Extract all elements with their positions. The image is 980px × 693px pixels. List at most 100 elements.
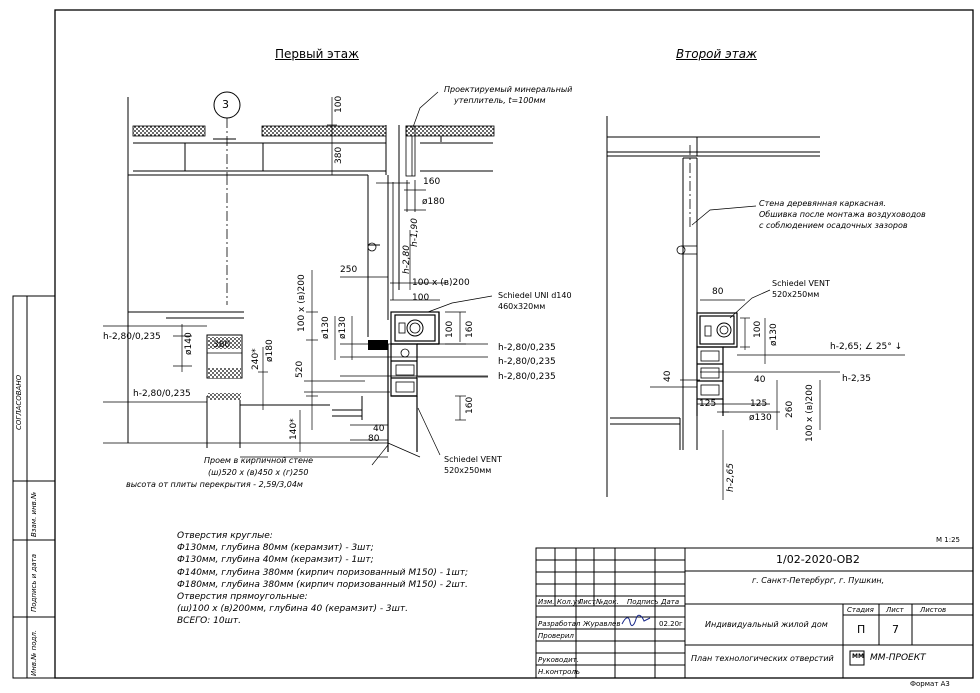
dim-80-2: 80	[712, 287, 724, 297]
stamp-developer-name: Журавлев	[583, 620, 621, 628]
dim-phi130a: ø130	[321, 316, 331, 339]
side-label-vzam: Взам. инв.№	[30, 491, 38, 537]
dim-160: 160	[423, 177, 441, 187]
stamp-sheet-label: Лист	[886, 606, 904, 614]
dim-100-2: 100	[753, 320, 763, 338]
dim-h235: h-2,35	[842, 374, 871, 384]
note-opening-line3: высота от плиты перекрытия - 2,59/3,04м	[126, 480, 303, 489]
first-floor-title: Первый этаж	[275, 47, 359, 61]
dim-380-h: 380	[213, 340, 231, 350]
label-schiedel-uni-line1: Schiedel UNI d140	[498, 291, 572, 300]
note-insulation-line1: Проектируемый минеральный	[444, 85, 573, 94]
stamp-header-izm: Изм.	[538, 598, 555, 606]
dim-h280: h-2,80	[402, 245, 412, 274]
stamp-location: г. Санкт-Петербург, г. Пушкин,	[752, 576, 885, 585]
dim-100-v: 100	[445, 320, 455, 338]
dim-520: 520	[295, 360, 305, 378]
label-schiedel-vent-line2: 520x250мм	[444, 466, 492, 475]
stamp-sheet: 7	[892, 623, 899, 636]
dim-260: 260	[785, 400, 795, 418]
stamp-company: ММ-ПРОЕКТ	[870, 653, 926, 663]
dim-h280-left1: h-2,80/0,235	[103, 332, 161, 342]
dim-380: 380	[334, 146, 344, 164]
side-label-inv: Инв.№ подл.	[30, 629, 38, 676]
dim-100-top: 100	[334, 95, 344, 113]
dim-h280-r3: h-2,80/0,235	[498, 372, 556, 382]
stamp-drawing: План технологических отверстий	[691, 654, 834, 663]
openings-note-line: Ф130мм, глубина 80мм (керамзит) - 3шт;	[177, 543, 374, 554]
title-block-grid	[535, 547, 974, 679]
dim-h280-left2: h-2,80/0,235	[133, 389, 191, 399]
scale-label: М 1:25	[936, 536, 960, 544]
dim-125-b: 125	[750, 399, 768, 409]
dim-phi180: ø180	[422, 197, 445, 207]
note-wall-line1: Стена деревянная каркасная.	[759, 199, 886, 208]
stamp-role-norm: Н.контроль	[538, 668, 580, 676]
stamp-sheets-label: Листов	[920, 606, 947, 614]
note-opening-line1: Проем в кирпичной стене	[204, 456, 314, 465]
dim-240: 240*	[251, 348, 261, 370]
openings-note-line: Отверстия прямоугольные:	[177, 592, 308, 603]
dim-h280-r2: h-2,80/0,235	[498, 357, 556, 367]
dim-h265: h-2,65	[726, 463, 736, 492]
openings-note-line: ВСЕГО: 10шт.	[177, 616, 241, 627]
openings-note-line: Отверстия круглые:	[177, 531, 273, 541]
dim-40-b: 40	[754, 375, 766, 385]
note-wall-line2: Обшивка после монтажа воздуховодов	[759, 210, 926, 219]
side-stamp-strip	[12, 295, 56, 679]
stamp-header-ndoc: №док.	[596, 598, 619, 606]
dim-40: 40	[373, 424, 385, 434]
openings-note-line: (ш)100 x (в)200мм, глубина 40 (керамзит)…	[177, 604, 408, 615]
label-schiedel-vent-line1: Schiedel VENT	[444, 455, 502, 464]
dim-250: 250	[340, 265, 358, 275]
stamp-stage: П	[857, 623, 866, 636]
stamp-role-developer: Разработал	[538, 620, 581, 628]
second-floor-title: Второй этаж	[676, 47, 757, 61]
signature-icon	[621, 614, 651, 627]
dim-phi140: ø140	[184, 332, 194, 355]
stamp-header-list: Лист	[578, 598, 596, 606]
axis-marker-circle	[213, 91, 241, 119]
openings-note-line: Ф130мм, глубина 40мм (керамзит) - 1шт;	[177, 555, 374, 566]
dim-100x200-v: 100 x (в)200	[297, 274, 307, 332]
stamp-code: 1/02-2020-ОВ2	[776, 553, 860, 566]
dim-100: 100	[412, 293, 430, 303]
side-label-sign: Подпись и дата	[30, 554, 38, 612]
label-schiedel-uni-line2: 460x320мм	[498, 302, 546, 311]
openings-note-line: Ф180мм, глубина 380мм (кирпич поризованн…	[177, 579, 468, 590]
dim-160-v2: 160	[465, 396, 475, 414]
openings-note-line: Ф140мм, глубина 380мм (кирпич поризованн…	[177, 567, 469, 578]
stamp-object: Индивидуальный жилой дом	[705, 620, 828, 629]
openings-notes: Отверстия круглые: Ф130мм, глубина 80мм …	[177, 530, 468, 628]
stamp-header-sign: Подпись	[627, 598, 659, 606]
dim-phi130-2: ø130	[769, 323, 779, 346]
label-schiedel-vent-2-line2: 520x250мм	[772, 290, 820, 299]
axis-marker-label: 3	[222, 98, 229, 111]
dim-125-a: 125	[699, 399, 717, 409]
dim-140: 140*	[289, 418, 299, 440]
stamp-header-kol: Кол.уч	[557, 598, 582, 606]
dim-phi180-v: ø180	[265, 339, 275, 362]
stamp-role-head: Руководит.	[538, 656, 579, 664]
side-label-soglasovano: СОГЛАСОВАНО	[15, 374, 23, 430]
format-label: Формат А3	[910, 680, 950, 688]
dim-h265-25: h-2,65; ∠ 25° ↓	[830, 342, 903, 352]
dim-h280-r1: h-2,80/0,235	[498, 343, 556, 353]
label-schiedel-vent-2-line1: Schiedel VENT	[772, 279, 830, 288]
stamp-date: 02.20г	[659, 620, 683, 628]
dim-phi130-b: ø130	[749, 413, 772, 423]
dim-100x200-h: 100 x (в)200	[412, 278, 470, 288]
dim-40-a: 40	[663, 370, 673, 382]
dim-phi130b: ø130	[338, 316, 348, 339]
dim-80: 80	[368, 434, 380, 444]
note-insulation-line2: утеплитель, t=100мм	[454, 96, 546, 105]
dim-h190: h-1,90	[410, 218, 420, 247]
dim-100x200-2: 100 x (в)200	[805, 384, 815, 442]
note-opening-line2: (ш)520 x (в)450 x (г)250	[208, 468, 309, 477]
stamp-stage-label: Стадия	[847, 606, 874, 614]
note-wall-line3: с соблюдением осадочных зазоров	[759, 221, 908, 230]
company-logo-icon: ММ	[852, 653, 864, 660]
dim-160-v: 160	[465, 320, 475, 338]
stamp-role-checker: Проверил	[538, 632, 574, 640]
